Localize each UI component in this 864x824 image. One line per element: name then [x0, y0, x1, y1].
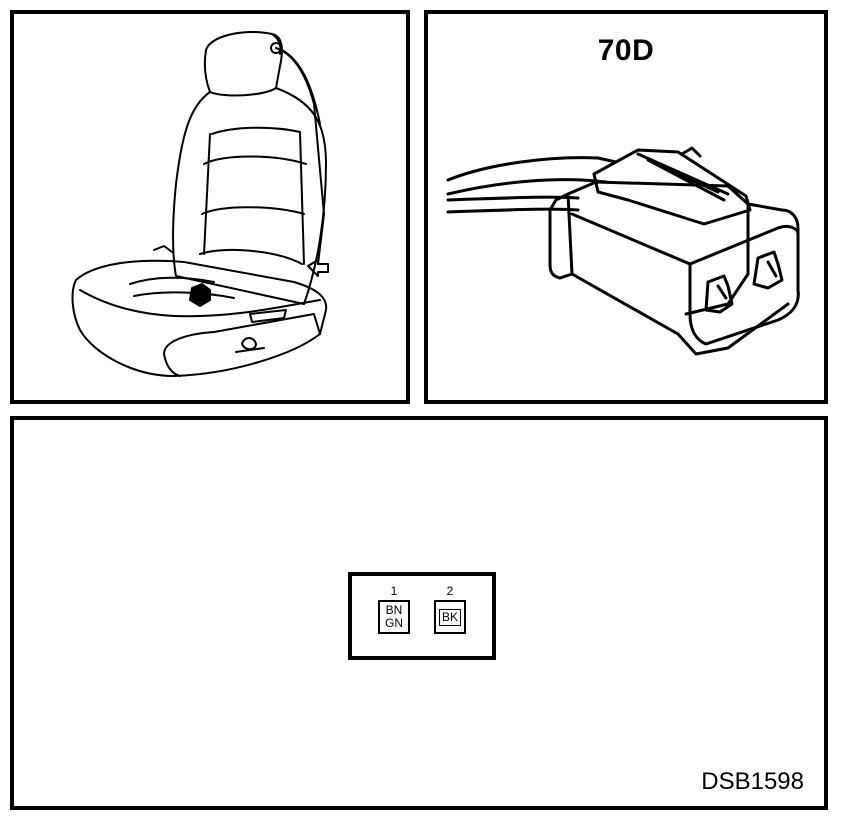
- pin-wire-color: BN GN: [378, 600, 410, 634]
- wire-color-primary: BN: [385, 603, 403, 617]
- connector-front-face: [688, 202, 800, 346]
- seat-cushion-outline: [71, 259, 328, 377]
- pin-2: 2 BK: [432, 584, 468, 634]
- seat-illustration: [71, 30, 329, 377]
- connector-body-edge: [570, 272, 790, 356]
- seatback-outline: [172, 87, 327, 305]
- connector-pinout: 1 BN GN 2 BK: [348, 572, 496, 660]
- headrest-outline: [203, 30, 283, 97]
- connector-rear-flange: [548, 192, 574, 280]
- terminal-cavity-1: [704, 274, 734, 314]
- wire-color-primary: BK: [438, 608, 461, 626]
- pin-number: 2: [446, 584, 454, 598]
- wire-1: [446, 156, 618, 182]
- pin-wire-color: BK: [434, 600, 466, 634]
- seat-component-hex-icon: [189, 283, 211, 307]
- seat-adjust-knob-icon: [241, 337, 257, 351]
- pinout-panel: 1 BN GN 2 BK DSB1598: [10, 416, 828, 810]
- seatbelt-guide-icon: [270, 42, 282, 54]
- diagram-reference-id: DSB1598: [701, 768, 804, 795]
- pin-number: 1: [390, 584, 398, 598]
- connector-view-panel: 70D: [424, 10, 828, 404]
- pin-1: 1 BN GN: [376, 584, 412, 634]
- connector-illustration: [446, 146, 800, 356]
- connector-title: 70D: [597, 34, 655, 67]
- location-arrow-icon: [307, 259, 329, 277]
- seat-location-panel: [10, 10, 410, 404]
- recliner-lever-icon: [249, 309, 287, 323]
- terminal-cavity-2: [752, 250, 784, 290]
- wire-color-secondary: GN: [385, 616, 403, 630]
- connector-latch: [592, 148, 752, 226]
